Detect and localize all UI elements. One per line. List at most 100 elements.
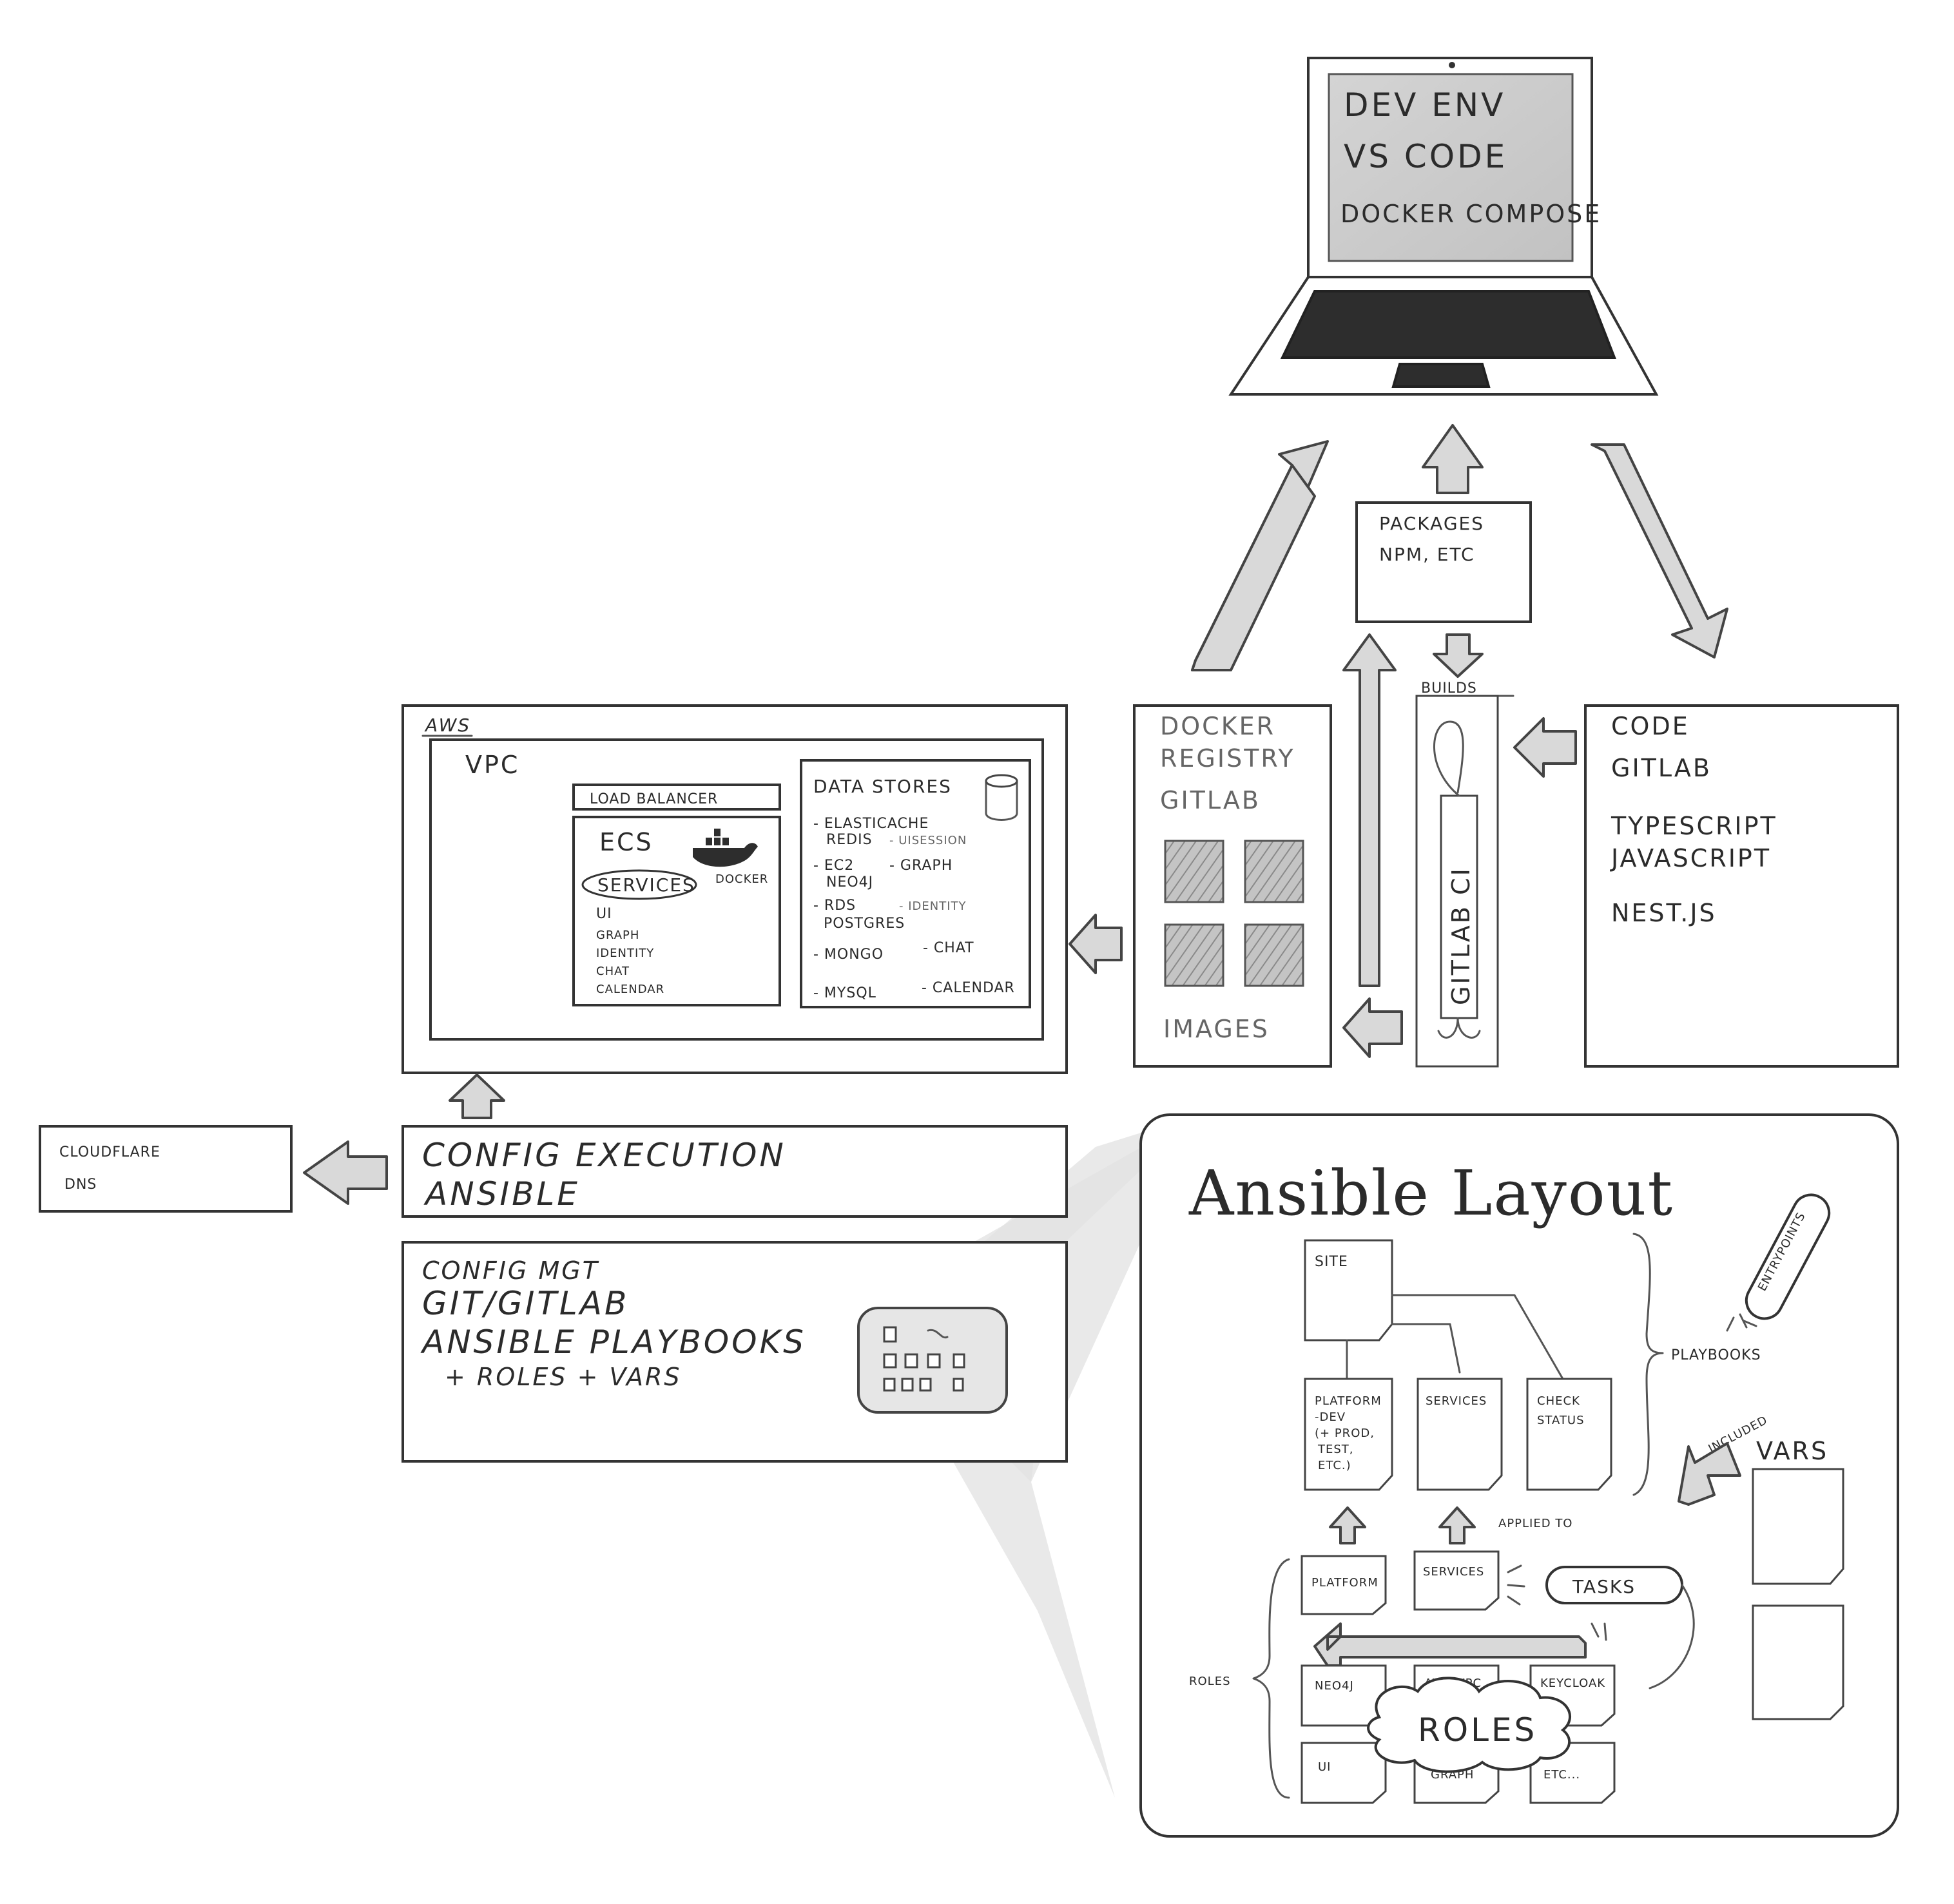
roles-brace-label: ROLES: [1189, 1675, 1231, 1688]
laptop-line-2: VS CODE: [1344, 138, 1507, 175]
role-services-label: SERVICES: [1423, 1565, 1484, 1579]
laptop-arrows: [1191, 424, 1728, 671]
arrow-packages-to-laptop: [1422, 424, 1484, 494]
platform-dev-1: PLATFORM: [1315, 1394, 1382, 1408]
role-etc-label: ETC...: [1543, 1768, 1580, 1782]
arrow-config-to-aws: [449, 1073, 505, 1119]
check-status-1: CHECK: [1537, 1394, 1580, 1408]
cloudflare-line-1: CLOUDFLARE: [59, 1144, 160, 1160]
site-file: [1304, 1239, 1393, 1341]
config-mgt-line-3: ANSIBLE PLAYBOOKS: [420, 1323, 806, 1361]
role-ui-label: UI: [1318, 1760, 1331, 1774]
cloudflare-line-2: DNS: [64, 1177, 97, 1193]
services-playbook: [1417, 1378, 1503, 1491]
roles-cloud-label: ROLES: [1418, 1711, 1537, 1749]
role-neo4j-file: [1301, 1664, 1387, 1727]
role-keycloak-label: KEYCLOAK: [1540, 1677, 1605, 1690]
services-label: SERVICES: [597, 874, 695, 896]
service-identity: IDENTITY: [596, 947, 654, 960]
vars-label: VARS: [1756, 1437, 1828, 1465]
aws-label: AWS: [424, 715, 470, 736]
platform-dev-2: -DEV: [1315, 1410, 1346, 1424]
platform-dev-playbook: [1304, 1378, 1393, 1491]
vpc-label: VPC: [465, 751, 519, 779]
service-chat: CHAT: [596, 965, 630, 978]
docker-icon: [693, 829, 758, 867]
arrow-builds-to-registry: [1342, 997, 1403, 1058]
store-4-use: - CHAT: [923, 940, 974, 956]
gitlab-ci-column: BUILDS GITLAB CI: [1415, 680, 1514, 1068]
packages-line-2: NPM, ETC: [1379, 544, 1475, 565]
data-stores-label: DATA STORES: [813, 776, 952, 797]
code-line-4: JAVASCRIPT: [1610, 844, 1771, 872]
arrow-vars-included: [1678, 1442, 1741, 1506]
config-mgt-line-1: CONFIG MGT: [422, 1256, 599, 1285]
arrow-registry-to-aws: [1069, 914, 1123, 974]
services-oval: [581, 869, 697, 900]
arrow-laptop-to-code: [1591, 443, 1728, 659]
check-status-2: STATUS: [1537, 1414, 1585, 1427]
service-calendar: CALENDAR: [596, 983, 664, 996]
image-tile-3: [1164, 923, 1224, 987]
image-tile-1: [1164, 840, 1224, 903]
load-balancer-label: LOAD BALANCER: [590, 791, 718, 807]
config-exec-line-2: ANSIBLE: [423, 1175, 580, 1213]
code-line-5: NEST.JS: [1611, 899, 1717, 927]
store-4-name: - MONGO: [813, 947, 884, 963]
gitlab-ci-label: GITLAB CI: [1447, 867, 1475, 1005]
data-stores-box: [800, 759, 1031, 1008]
config-execution-box: CONFIG EXECUTION ANSIBLE: [401, 1125, 1068, 1218]
vars-file-2: [1752, 1604, 1844, 1720]
ecs-label: ECS: [599, 828, 653, 856]
tasks-label: TASKS: [1572, 1576, 1636, 1597]
playbooks-label: PLAYBOOKS: [1671, 1347, 1761, 1363]
applied-to-label: APPLIED TO: [1498, 1517, 1572, 1530]
store-3-name: - RDS: [813, 898, 856, 914]
arrow-builds-to-packages: [1342, 633, 1397, 987]
registry-images: IMAGES: [1163, 1015, 1270, 1043]
platform-dev-5: ETC.): [1318, 1459, 1351, 1472]
store-1-name2: REDIS: [826, 832, 873, 848]
config-exec-line-1: CONFIG EXECUTION: [422, 1137, 786, 1174]
image-tile-2: [1244, 840, 1304, 903]
check-status-playbook: [1526, 1378, 1612, 1491]
store-5-name: - MYSQL: [813, 985, 876, 1001]
vars-file-1: [1752, 1468, 1844, 1585]
store-2-name2: NEO4J: [826, 874, 873, 890]
role-platform-file: [1301, 1555, 1387, 1615]
packages-box: PACKAGES NPM, ETC: [1355, 501, 1532, 623]
site-label: SITE: [1315, 1254, 1348, 1270]
code-box: CODE GITLAB TYPESCRIPT JAVASCRIPT NEST.J…: [1584, 704, 1899, 1068]
packages-line-1: PACKAGES: [1379, 513, 1484, 534]
roles-cloud: [1367, 1677, 1571, 1773]
registry-line-1: DOCKER: [1160, 712, 1275, 740]
code-line-1: CODE: [1611, 712, 1690, 740]
laptop-dev-env: DEV ENV VS CODE DOCKER COMPOSE: [1228, 57, 1659, 396]
cloudflare-box: CLOUDFLARE DNS: [39, 1125, 293, 1213]
docker-registry-box: DOCKER REGISTRY GITLAB IMAGES: [1133, 704, 1332, 1068]
service-ui: UI: [596, 906, 612, 922]
docker-label: DOCKER: [715, 872, 768, 886]
registry-line-2: REGISTRY: [1160, 744, 1295, 773]
services-pb-label: SERVICES: [1426, 1394, 1487, 1408]
store-3-use: - IDENTITY: [899, 899, 967, 913]
laptop-line-1: DEV ENV: [1344, 86, 1505, 124]
arrow-roles-to-platform: [1313, 1622, 1587, 1667]
image-tile-4: [1244, 923, 1304, 987]
arrow-packages-to-builds: [1433, 633, 1484, 678]
role-neo4j-label: NEO4J: [1315, 1679, 1354, 1693]
store-3-name2: POSTGRES: [824, 916, 905, 932]
store-1-name: - ELASTICACHE: [813, 816, 929, 832]
store-2-name: - EC2: [813, 858, 854, 874]
load-balancer-box: [572, 784, 781, 811]
platform-dev-4: TEST,: [1317, 1443, 1354, 1456]
store-1-use: - UISESSION: [889, 834, 967, 847]
store-5-use: - CALENDAR: [922, 980, 1015, 996]
platform-dev-3: (+ PROD,: [1315, 1427, 1375, 1440]
code-line-3: TYPESCRIPT: [1611, 812, 1777, 840]
arrow-services-applied: [1438, 1506, 1476, 1544]
arrow-config-to-cloudflare: [303, 1140, 388, 1205]
aws-box: AWS VPC LOAD BALANCER ECS DOCKER SERVICE…: [401, 704, 1068, 1074]
arrow-code-to-builds: [1513, 717, 1577, 778]
